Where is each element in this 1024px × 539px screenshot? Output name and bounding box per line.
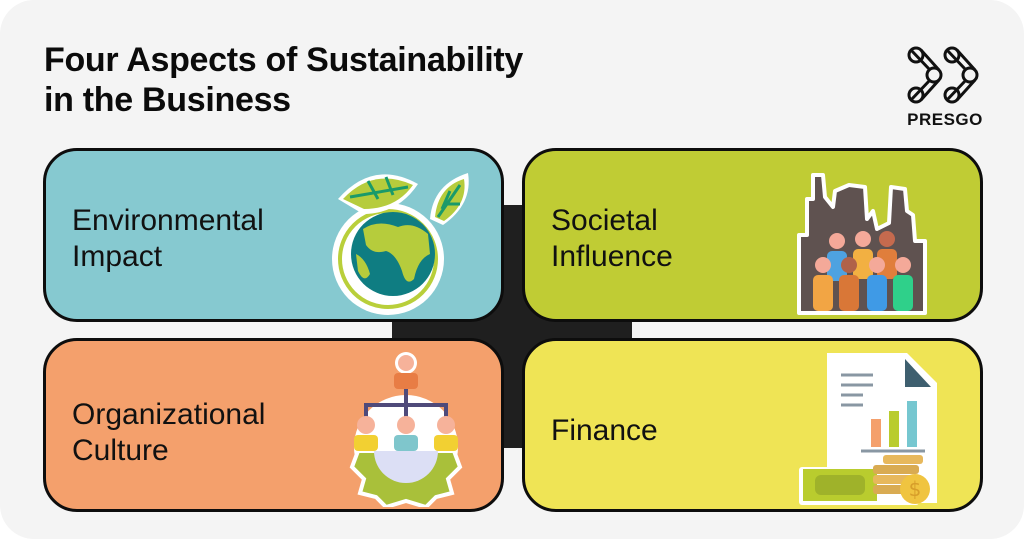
card-label-line1: Finance xyxy=(551,414,658,447)
people-city-icon xyxy=(797,173,927,315)
earth-with-leaves-icon xyxy=(332,173,469,315)
finance-report-money-icon: $ xyxy=(799,353,937,505)
presgo-logo: PRESGO xyxy=(904,44,986,134)
card-label-line1: Societal xyxy=(551,204,658,237)
card-label: Finance xyxy=(551,413,658,449)
card-organizational-culture: Organizational Culture xyxy=(43,338,504,512)
card-label: Societal Influence xyxy=(551,203,673,275)
card-label-line1: Organizational xyxy=(72,398,266,431)
presgo-double-chevron-icon xyxy=(907,46,979,104)
page-title: Four Aspects of Sustainability in the Bu… xyxy=(44,40,644,120)
org-chart-gear-icon xyxy=(349,352,463,507)
card-environmental-impact: Environmental Impact xyxy=(43,148,504,322)
svg-text:$: $ xyxy=(909,477,922,501)
card-label: Organizational Culture xyxy=(72,397,265,469)
logo-text: PRESGO xyxy=(907,110,983,129)
card-label-line2: Impact xyxy=(72,240,163,273)
card-societal-influence: Societal Influence xyxy=(522,148,983,322)
card-finance: Finance $ xyxy=(522,338,983,512)
card-label-line1: Environmental xyxy=(72,204,264,237)
card-label-line2: Influence xyxy=(551,240,673,273)
title-line-1: Four Aspects of Sustainability xyxy=(44,41,524,79)
card-label-line2: Culture xyxy=(72,434,169,467)
title-line-2: in the Business xyxy=(44,81,291,119)
card-label: Environmental Impact xyxy=(72,203,264,275)
